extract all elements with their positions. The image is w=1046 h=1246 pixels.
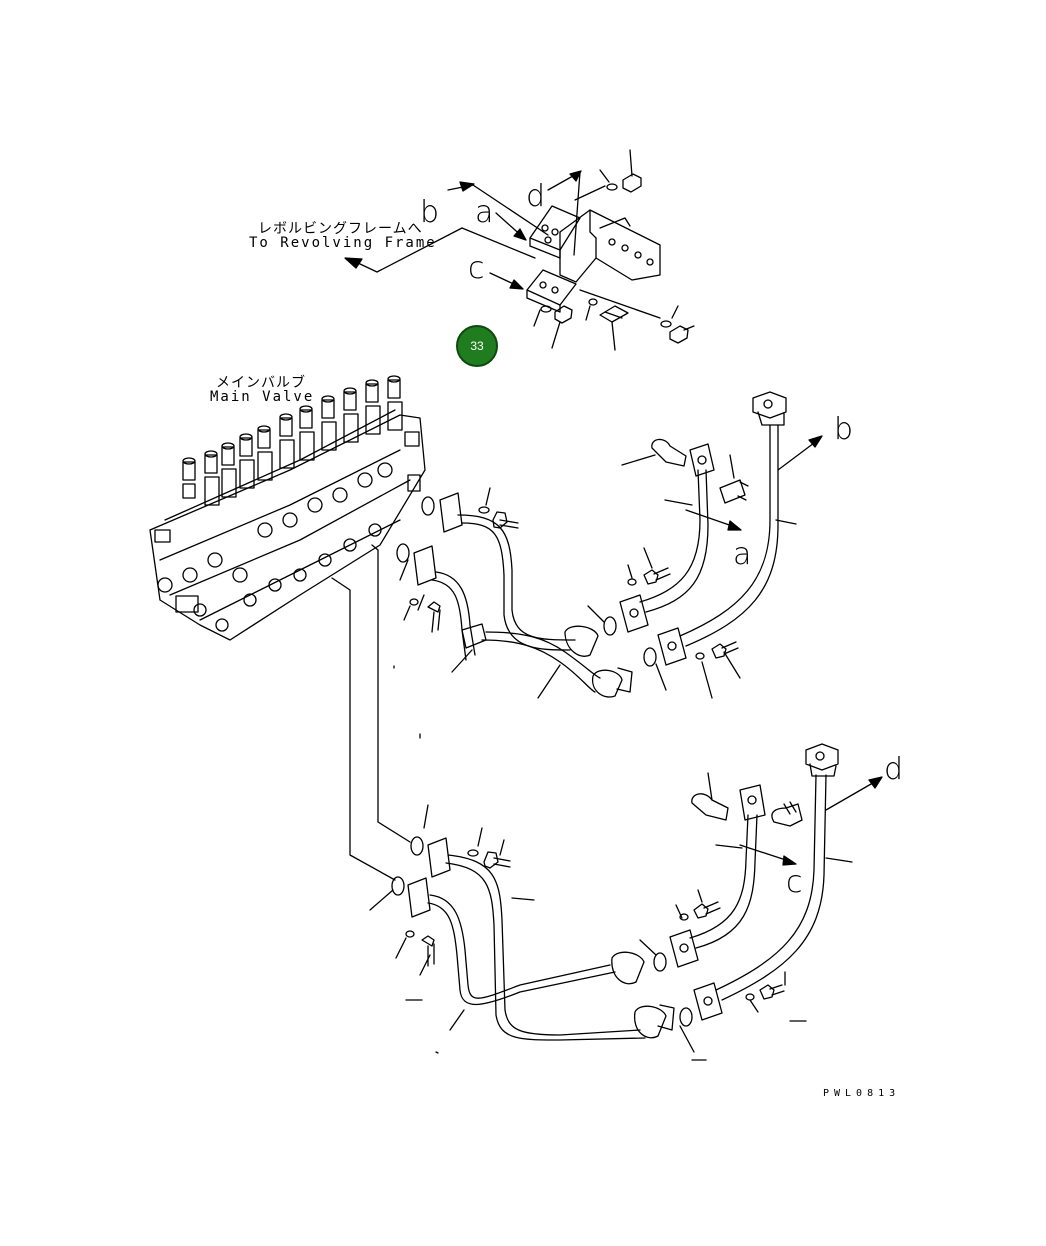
main-valve (149, 375, 426, 641)
revolving-frame-label-jp: レボルビングフレームへ (258, 221, 423, 237)
valve-spools (182, 375, 403, 506)
nut-top (574, 149, 642, 201)
fasteners-bottom (533, 289, 695, 351)
letter-c-top: c (468, 251, 485, 286)
connecting-lines (331, 544, 429, 881)
main-valve-label-en: Main Valve (210, 389, 315, 405)
letter-c-right: c (786, 865, 803, 900)
upper-pipe-group (396, 391, 823, 699)
letter-b-top: b (420, 195, 440, 230)
bracket-assembly (344, 149, 695, 351)
callout-badge-33[interactable]: 33 (456, 325, 498, 367)
valve-ports (154, 431, 421, 632)
lower-pipe-group (369, 743, 883, 1061)
main-valve-label-jp: メインバルブ (216, 375, 306, 391)
revolving-frame-label-en: To Revolving Frame (249, 235, 437, 251)
letter-d-right: d (884, 752, 904, 787)
letter-d-top: d (526, 179, 546, 214)
letter-a-right: a (733, 537, 752, 572)
figure-code: PWL0813 (823, 1088, 901, 1099)
letter-b-right: b (834, 412, 854, 447)
letter-a-top: a (475, 195, 494, 230)
